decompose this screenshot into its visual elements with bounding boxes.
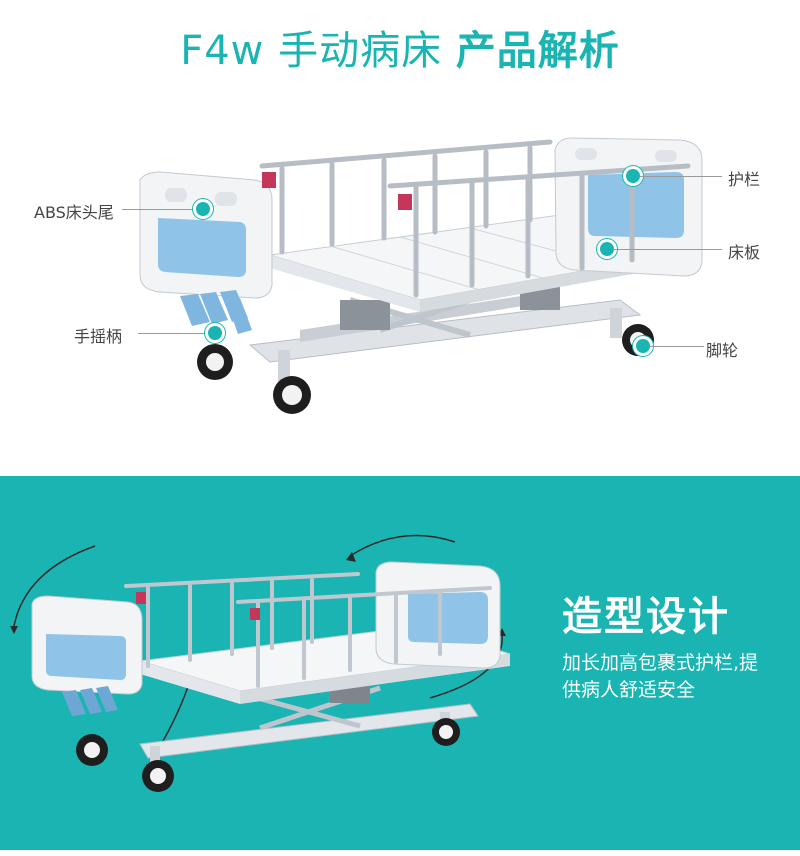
label-siderail: 护栏 — [728, 170, 761, 189]
crank-handles — [180, 290, 252, 334]
design-feature-section: 造型设计 加长加高包裹式护栏,提供病人舒适安全 — [0, 476, 800, 850]
bed-illustration-main — [139, 137, 703, 414]
hotspot-crank[interactable] — [208, 326, 222, 340]
leader-siderail — [640, 176, 722, 177]
bed-illustration-design — [10, 534, 511, 792]
leader-headboard — [122, 209, 196, 210]
side-rails — [259, 139, 691, 298]
feature-description: 加长加高包裹式护栏,提供病人舒适安全 — [562, 652, 759, 701]
leader-caster — [650, 346, 704, 347]
page-title-model: F4w 手动病床 — [180, 28, 443, 74]
bottom-divider — [0, 850, 800, 856]
hotspot-bedboard[interactable] — [600, 242, 614, 256]
product-overview-section: F4w 手动病床 产品解析 — [0, 18, 800, 414]
casters — [197, 324, 654, 414]
page-title-emphasis: 产品解析 — [455, 28, 620, 74]
leader-bedboard — [614, 249, 722, 250]
headboard — [554, 137, 703, 277]
label-caster: 脚轮 — [706, 341, 739, 360]
footboard — [139, 171, 273, 299]
hotspot-headboard[interactable] — [196, 202, 210, 216]
page-title: F4w 手动病床 产品解析 — [0, 18, 800, 76]
hotspot-caster[interactable] — [636, 339, 650, 353]
label-bedboard: 床板 — [728, 243, 761, 262]
label-crank: 手摇柄 — [74, 327, 123, 346]
feature-title: 造型设计 — [562, 594, 730, 640]
label-headboard: ABS床头尾 — [34, 203, 114, 222]
leader-crank — [138, 333, 208, 334]
hotspot-siderail[interactable] — [626, 169, 640, 183]
